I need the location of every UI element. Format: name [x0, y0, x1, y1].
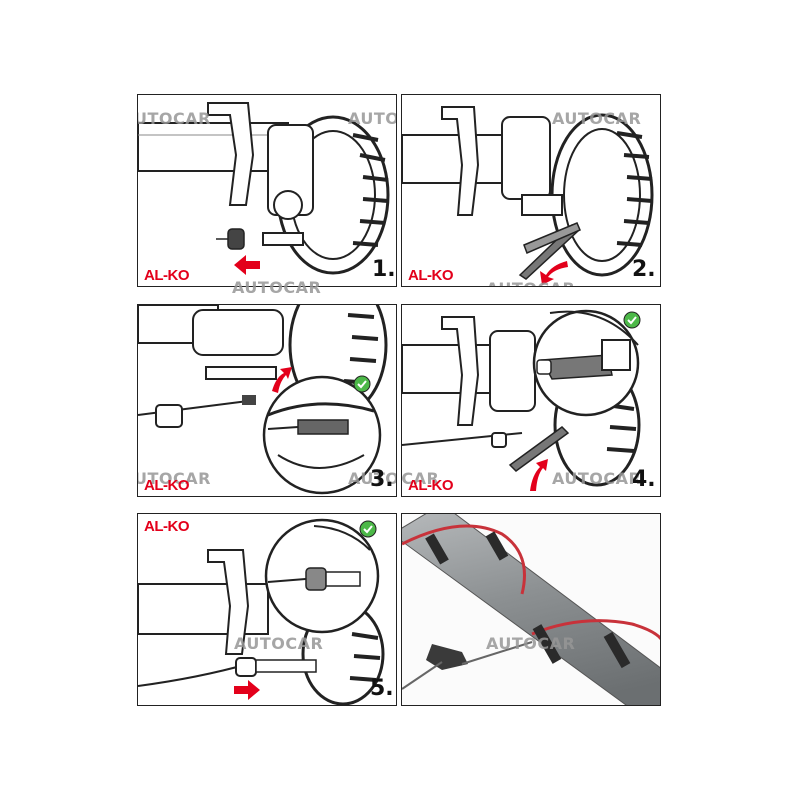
brand-logo: AL-KO [408, 477, 454, 494]
direction-arrow-icon [234, 255, 260, 275]
watermark-text: AUTOCAR [486, 634, 576, 653]
installed-cable-photo [402, 514, 660, 705]
watermark-text: AUTOCAR [401, 469, 440, 488]
step-number: 2. [632, 257, 656, 282]
panel-step-2: AUTOCAR AUTOCAR AL-KO 2. [401, 94, 661, 287]
step-number: 4. [632, 467, 656, 492]
step-4-illustration [402, 309, 641, 491]
watermark-text: AUTOCAR [232, 278, 322, 297]
panel-step-1: UTOCAR AUTOCAR AL-KO 1. [137, 94, 397, 287]
watermark-text: AUTOCAR [348, 469, 396, 488]
step-number: 1. [372, 257, 396, 282]
direction-arrow-icon [234, 680, 260, 700]
watermark-text: AUTOCAR [552, 109, 642, 128]
check-icon [359, 520, 377, 538]
step-2-illustration [402, 106, 654, 285]
direction-arrow-icon [272, 367, 292, 393]
brand-logo: AL-KO [144, 518, 190, 535]
direction-arrow-icon [540, 261, 568, 285]
step-number: 3. [370, 467, 394, 492]
brand-logo: AL-KO [408, 267, 454, 284]
brand-logo: AL-KO [144, 267, 190, 284]
brand-logo: AL-KO [144, 477, 190, 494]
watermark-text: AUTOCAR [234, 634, 324, 653]
watermark-text: UTOCAR [137, 469, 211, 488]
panel-photo: AUTOCAR [401, 513, 661, 706]
panel-step-4: AUTOCAR AUTOCAR AL-KO 4. [401, 304, 661, 497]
check-icon [623, 311, 641, 329]
check-icon [353, 375, 371, 393]
direction-arrow-icon [530, 459, 548, 491]
step-1-illustration [138, 102, 390, 275]
panel-step-3: UTOCAR AUTOCAR AL-KO 3. [137, 304, 397, 497]
step-number: 5. [370, 676, 394, 701]
watermark-text: UTOCAR [137, 109, 211, 128]
step-3-illustration [138, 305, 388, 495]
watermark-text: AUTOCAR [348, 109, 396, 128]
watermark-text: AUTOCAR [486, 279, 575, 286]
panel-step-5: AL-KO AUTOCAR 5. [137, 513, 397, 706]
watermark-text: AUTOCAR [552, 469, 642, 488]
step-5-illustration [138, 518, 385, 705]
